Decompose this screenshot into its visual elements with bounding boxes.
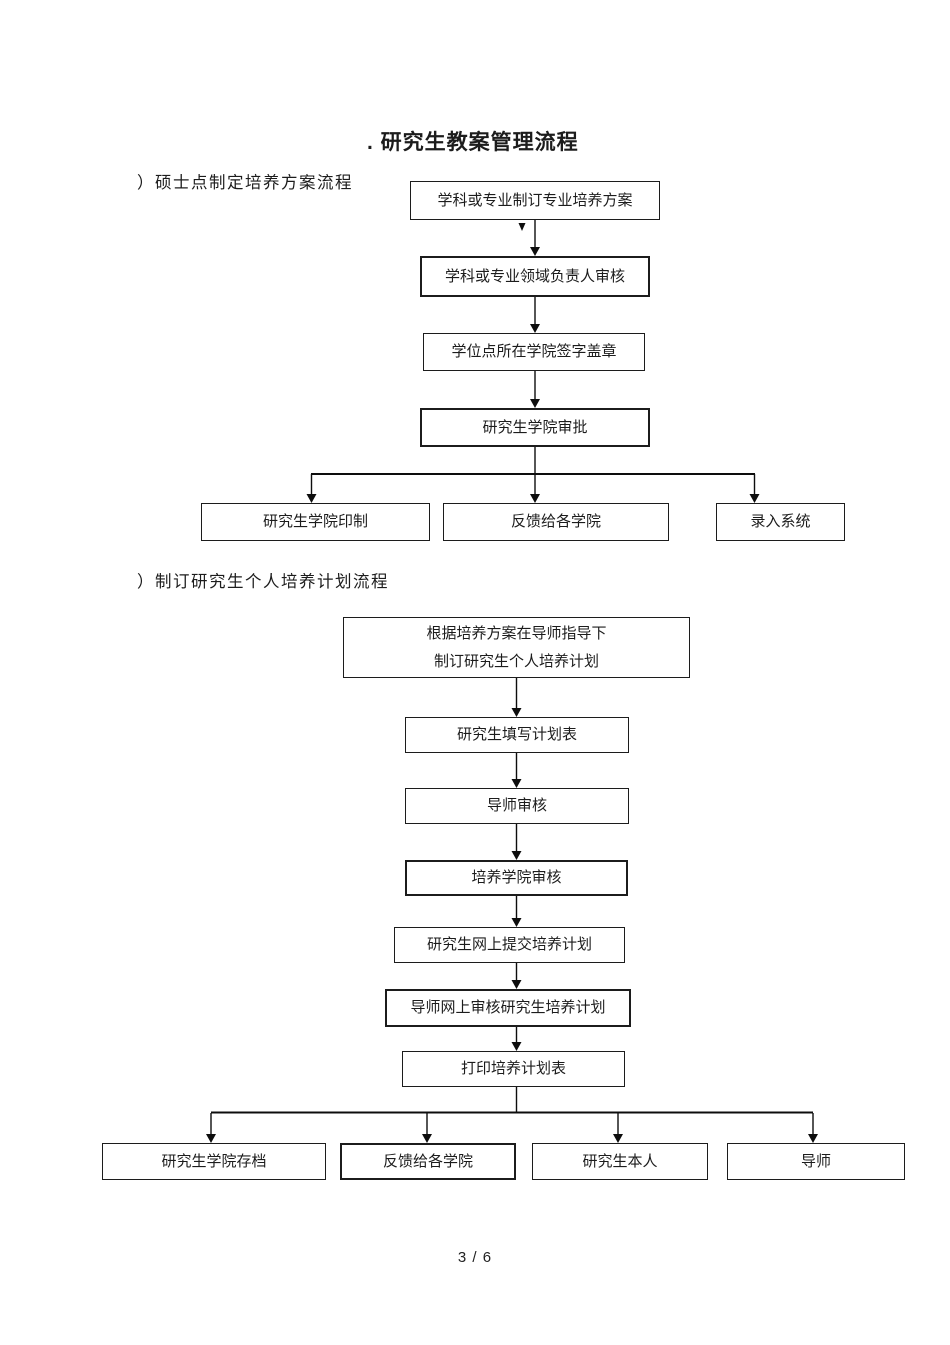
node-feedback-colleges: 反馈给各学院 [443,503,669,541]
node-grad-school-approval: 研究生学院审批 [420,408,650,447]
node-print-plan-form: 打印培养计划表 [402,1051,625,1087]
node-student-fill-form: 研究生填写计划表 [405,717,629,753]
arrow-down-icon [511,779,522,788]
arrow-down-icon [530,494,540,503]
node-enter-system: 录入系统 [716,503,845,541]
node-student-self: 研究生本人 [532,1143,708,1180]
node-make-personal-plan: 根据培养方案在导师指导下 制订研究生个人培养计划 [343,617,690,678]
node-training-college-review: 培养学院审核 [405,860,628,896]
arrow-down-icon [206,1134,216,1143]
node-college-signature: 学位点所在学院签字盖章 [423,333,645,371]
node-supervisor-review: 导师审核 [405,788,629,824]
arrow-down-icon [518,223,526,231]
arrow-down-icon [530,247,540,256]
node-grad-school-archive: 研究生学院存档 [102,1143,326,1180]
node-supervisor: 导师 [727,1143,905,1180]
page-title: . 研究生教案管理流程 [367,131,579,154]
node-draft-program: 学科或专业制订专业培养方案 [410,181,660,220]
section-2-heading: ）制订研究生个人培养计划流程 [137,573,389,591]
node-feedback-colleges-2: 反馈给各学院 [340,1143,516,1180]
arrow-down-icon [530,399,540,408]
arrow-down-icon [613,1134,623,1143]
arrow-down-icon [511,1042,522,1051]
node-supervisor-online-review: 导师网上审核研究生培养计划 [385,989,631,1027]
arrow-down-icon [749,494,760,503]
node-student-online-submit: 研究生网上提交培养计划 [394,927,625,963]
arrow-down-icon [808,1134,818,1143]
arrow-down-icon [511,708,522,717]
node-label-line: 根据培养方案在导师指导下 [426,624,607,642]
page-number: 3 / 6 [457,1249,493,1266]
arrow-down-icon [306,494,317,503]
arrow-down-icon [511,918,522,927]
arrow-down-icon [511,851,522,860]
arrow-down-icon [511,980,522,989]
section-1-heading: ）硕士点制定培养方案流程 [137,174,353,192]
arrow-down-icon [530,324,540,333]
node-grad-school-print: 研究生学院印制 [201,503,430,541]
node-leader-review: 学科或专业领域负责人审核 [420,256,650,297]
node-label-line: 制订研究生个人培养计划 [433,652,599,670]
arrow-down-icon [422,1134,432,1143]
